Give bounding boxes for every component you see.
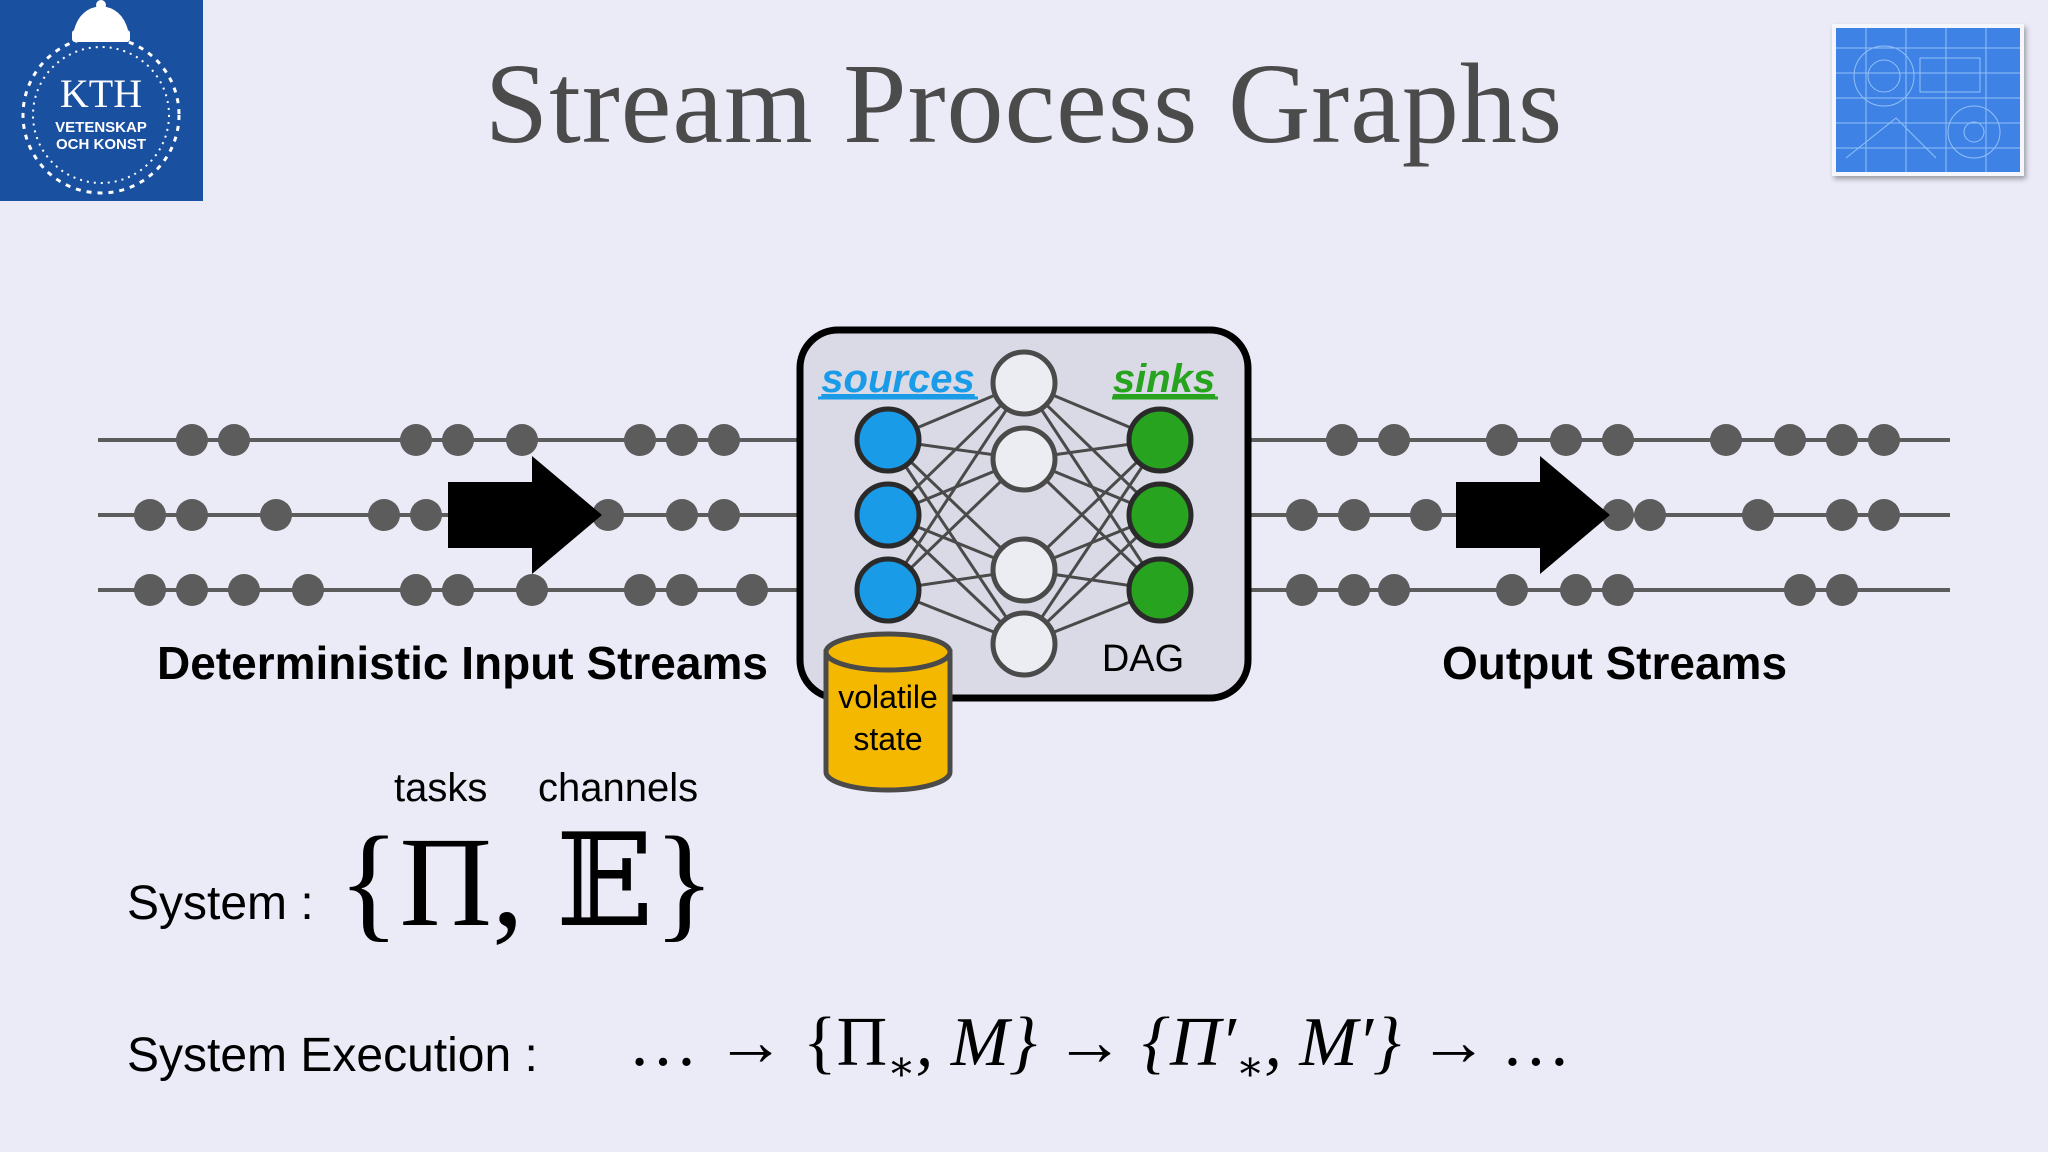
execution-part-3: , M′} → … (1264, 1004, 1569, 1081)
logo-name: KTH (60, 71, 142, 116)
task-node (990, 536, 1058, 604)
logo-line2: OCH KONST (56, 136, 146, 153)
system-open-brace: { (338, 811, 400, 953)
task-node (990, 349, 1058, 417)
task-node (990, 425, 1058, 493)
input-stream-events (134, 424, 768, 606)
blueprint-thumbnail (1832, 24, 2024, 176)
sink-node (1126, 481, 1194, 549)
system-label: System : (127, 877, 314, 930)
source-node (854, 406, 922, 474)
output-flow-arrow (1456, 456, 1610, 574)
output-stream-events (1286, 424, 1900, 606)
system-formula: {Π, 𝔼} (338, 818, 715, 947)
sink-node (1126, 556, 1194, 624)
execution-label: System Execution : (127, 1029, 538, 1082)
source-node (854, 481, 922, 549)
input-flow-arrow (448, 456, 602, 574)
kth-logo: KTH VETENSKAP OCH KONST (0, 0, 203, 201)
slide-title: Stream Process Graphs (484, 40, 1564, 167)
state-label-line2: state (853, 721, 922, 757)
sources-label: sources (821, 357, 974, 401)
execution-formula: … → {Π∗, M} → {Π′∗, M′} → … (628, 1008, 1568, 1090)
output-streams-label: Output Streams (1442, 637, 1788, 689)
sink-node (1126, 406, 1194, 474)
volatile-state-store: volatile state (823, 631, 953, 793)
input-streams-label: Deterministic Input Streams (157, 637, 768, 689)
logo-line1: VETENSKAP (55, 119, 147, 136)
channels-label: channels (538, 766, 699, 810)
execution-part-2: , M} → {Π′ (915, 1004, 1236, 1081)
task-node (990, 610, 1058, 678)
state-label-line1: volatile (838, 679, 938, 715)
system-comma: , (491, 811, 524, 953)
execution-sub-2: ∗ (1235, 1044, 1265, 1090)
system-close-brace: } (653, 811, 715, 953)
source-node (854, 556, 922, 624)
sinks-label: sinks (1113, 357, 1215, 401)
execution-part-1: … → {Π (628, 1004, 888, 1081)
execution-sub-1: ∗ (887, 1044, 916, 1090)
tasks-label: tasks (394, 766, 488, 810)
system-pi: Π (399, 811, 492, 953)
system-e: 𝔼 (555, 807, 654, 956)
dag-label: DAG (1102, 638, 1184, 680)
